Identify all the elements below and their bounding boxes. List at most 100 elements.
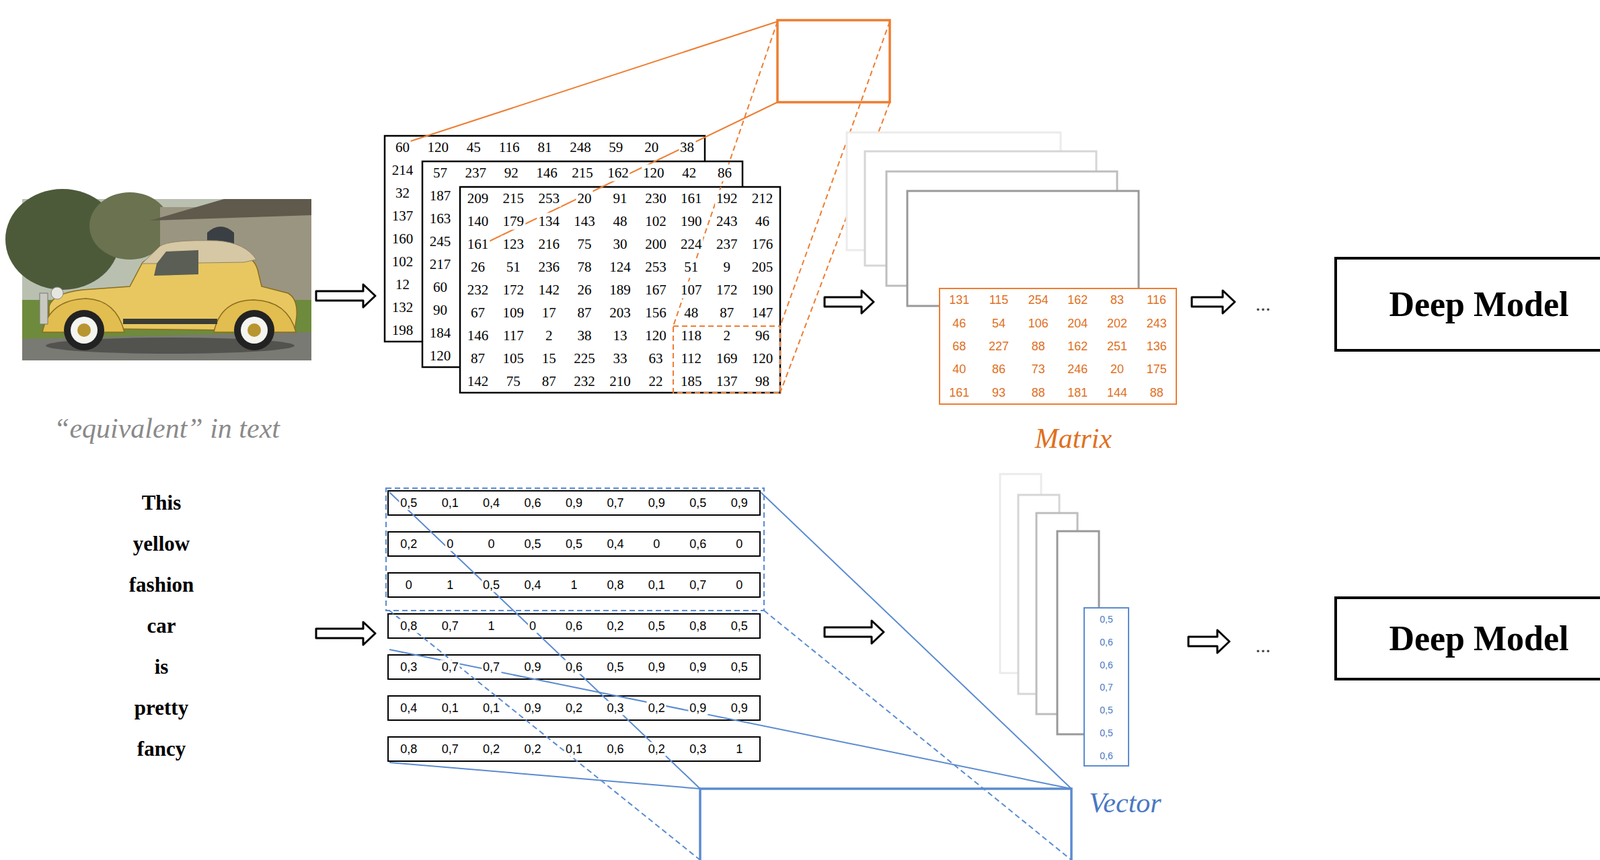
pixel-value: 92 (503, 164, 520, 182)
embedding-value: 1 (445, 578, 455, 593)
pixel-value: 120 (428, 347, 453, 365)
pixel-value: 123 (501, 236, 526, 253)
embedding-value: 0,9 (523, 660, 543, 675)
pixel-value: 142 (466, 373, 491, 391)
embedding-value: 0,9 (523, 701, 543, 716)
feature-value: 68 (950, 339, 968, 354)
pixel-value: 232 (466, 281, 491, 299)
feature-value: 131 (947, 293, 971, 308)
embedding-value: 0 (651, 537, 662, 552)
pixel-value: 237 (464, 164, 489, 182)
embedding-value: 0,5 (605, 660, 625, 675)
sentence-word: is (154, 655, 169, 680)
pixel-value: 30 (612, 236, 629, 253)
car-top (141, 240, 257, 264)
pixel-value: 160 (390, 230, 415, 248)
pixel-value: 67 (469, 304, 487, 322)
car-tyre (234, 310, 275, 351)
pixel-value: 236 (536, 258, 561, 276)
car-hub (77, 323, 91, 337)
embedding-value: 0,7 (440, 619, 461, 634)
pixel-value: 20 (576, 190, 594, 208)
flow-arrow (824, 620, 884, 644)
embedding-value: 0,9 (688, 701, 708, 716)
channel-matrix (460, 186, 781, 393)
pixel-value: 203 (607, 304, 633, 322)
output-matrix (939, 288, 1177, 405)
box-label: Deep Model (1388, 285, 1569, 324)
pixel-value: 215 (501, 190, 526, 208)
pixel-value: 161 (679, 190, 704, 208)
embedding-value: 0,9 (729, 701, 750, 716)
vector-value: 0,7 (1098, 681, 1114, 693)
embedding-value: 0,9 (688, 660, 708, 675)
pixel-value: 189 (607, 281, 633, 299)
pixel-value: 26 (576, 281, 594, 299)
pixel-value: 124 (607, 258, 633, 276)
pixel-value: 216 (536, 236, 561, 253)
feature-value: 106 (1026, 316, 1050, 331)
embedding-value: 0,5 (481, 578, 502, 593)
pixel-value: 12 (394, 276, 411, 294)
pixel-value: 162 (605, 164, 631, 182)
embedding-value: 0 (734, 578, 744, 593)
pixel-value: 253 (536, 190, 561, 208)
pixel-value: 2 (721, 327, 732, 345)
pixel-value: 243 (714, 213, 740, 231)
ellipsis: ... (1255, 634, 1272, 658)
embedding-row (388, 655, 760, 680)
pixel-value: 109 (501, 304, 526, 322)
kernel-line (389, 610, 701, 860)
embedding-value: 0,5 (523, 537, 543, 552)
pixel-value: 210 (607, 373, 633, 391)
car-running-board (123, 318, 218, 325)
embedding-value: 0,5 (564, 537, 584, 552)
embedding-value: 0 (527, 619, 538, 634)
flow-arrow (316, 284, 376, 308)
pixel-value: 167 (643, 281, 668, 299)
flow-arrow (316, 622, 376, 645)
pixel-value: 112 (679, 350, 703, 368)
embedding-value: 0,7 (440, 742, 461, 757)
pixel-value: 42 (680, 164, 698, 182)
feature-value: 144 (1105, 385, 1129, 400)
pixel-value: 120 (750, 350, 775, 368)
pixel-value: 98 (753, 373, 771, 391)
pixel-value: 17 (540, 304, 558, 322)
embedding-value: 0,2 (523, 742, 543, 757)
embedding-value: 0,4 (523, 578, 543, 593)
feature-value: 254 (1026, 293, 1050, 308)
pixel-value: 134 (536, 213, 561, 231)
channel-matrix (384, 135, 705, 342)
pixel-value: 32 (394, 184, 411, 202)
embedding-value: 0,6 (523, 496, 543, 511)
embedding-value: 0,8 (398, 742, 419, 757)
pixel-value: 156 (643, 304, 668, 322)
car-photo (5, 188, 312, 361)
pixel-value: 22 (646, 373, 664, 391)
feature-value: 162 (1065, 339, 1089, 354)
embedding-value: 0,1 (646, 578, 667, 593)
kernel-line (470, 102, 778, 251)
embedding-value: 0 (734, 537, 744, 552)
box-label: Deep Model (1388, 619, 1569, 658)
embedding-value: 0,2 (481, 742, 502, 757)
feature-value: 136 (1145, 339, 1169, 354)
pixel-value: 245 (428, 233, 453, 251)
pixel-value: 117 (501, 327, 526, 345)
pixel-value: 9 (721, 258, 732, 276)
embedding-value: 0,4 (605, 537, 625, 552)
pixel-value: 232 (572, 373, 597, 391)
pixel-value: 132 (390, 299, 415, 317)
pixel-value: 248 (568, 139, 593, 157)
pixel-value: 13 (612, 327, 629, 345)
kernel-line (389, 492, 701, 789)
feature-value: 93 (990, 385, 1007, 400)
feature-value: 161 (947, 385, 971, 400)
channel-matrix (422, 161, 743, 368)
pixel-value: 75 (505, 373, 522, 391)
feature-value: 243 (1145, 316, 1169, 331)
embedding-value: 0,5 (688, 496, 708, 511)
pixel-value: 60 (394, 139, 411, 157)
pixel-value: 20 (642, 139, 660, 157)
